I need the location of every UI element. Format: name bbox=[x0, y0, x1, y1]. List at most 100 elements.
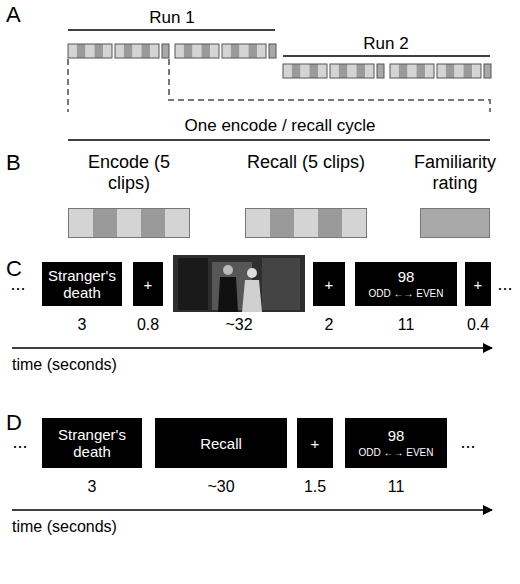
heading-wrap: Familiarity rating bbox=[408, 152, 502, 194]
clip-segment bbox=[257, 44, 266, 58]
annotation: 0.4 bbox=[467, 316, 489, 334]
clip-segment bbox=[201, 44, 210, 58]
cycle-bracket bbox=[68, 139, 490, 141]
block-outline bbox=[283, 64, 327, 78]
clip-segment bbox=[342, 209, 366, 237]
annotation: ... bbox=[12, 432, 27, 453]
clip-segment bbox=[222, 44, 231, 58]
clip-segment bbox=[150, 44, 159, 58]
clip-segment bbox=[270, 209, 294, 237]
annotation: time (seconds) bbox=[12, 356, 117, 374]
clip-segment bbox=[210, 44, 219, 58]
screen-box: + bbox=[465, 262, 491, 306]
clip-segment bbox=[408, 64, 417, 78]
clip-segment bbox=[68, 44, 77, 58]
screen-box: 98ODD ←→ EVEN bbox=[355, 262, 457, 306]
clip-segment bbox=[390, 64, 399, 78]
block-outline bbox=[68, 44, 112, 58]
screen-text: ODD ←→ EVEN bbox=[368, 287, 443, 300]
clip-segment bbox=[365, 64, 374, 78]
screen-text: + bbox=[144, 276, 153, 293]
block-outline bbox=[437, 64, 481, 78]
annotation: ... bbox=[497, 274, 512, 295]
block-outline bbox=[330, 64, 374, 78]
annotation: 0.8 bbox=[137, 316, 159, 334]
time-axis bbox=[12, 347, 492, 349]
clip-segment bbox=[463, 64, 472, 78]
annotation: ~32 bbox=[225, 316, 252, 334]
screen-box: Recall bbox=[155, 418, 287, 468]
annotation: ... bbox=[10, 274, 25, 295]
clip-segment bbox=[175, 44, 184, 58]
rating-block bbox=[269, 44, 276, 58]
annotation: ... bbox=[460, 432, 475, 453]
clip-segment bbox=[69, 209, 93, 237]
clip-segment bbox=[348, 64, 357, 78]
screen-text: 98 bbox=[388, 427, 405, 444]
clip-segment bbox=[318, 209, 342, 237]
clip-segment bbox=[165, 209, 189, 237]
rating-block bbox=[484, 64, 491, 78]
phase-heading: Familiarity rating bbox=[408, 152, 502, 194]
clip-segment bbox=[301, 64, 310, 78]
clip-segment bbox=[399, 64, 408, 78]
screen-text: ODD ←→ EVEN bbox=[358, 446, 433, 459]
movie-still bbox=[173, 255, 305, 312]
dashed-leader bbox=[169, 59, 490, 112]
phase-bar: Recall (5 clips) bbox=[245, 152, 367, 238]
panel-letter: D bbox=[6, 410, 22, 435]
clip-segment bbox=[416, 64, 425, 78]
clip-segment bbox=[248, 44, 257, 58]
clip-segment bbox=[141, 44, 150, 58]
annotation: 3 bbox=[78, 316, 87, 334]
annotation: time (seconds) bbox=[12, 518, 117, 536]
annotation: Run 1 bbox=[149, 8, 194, 28]
rating-block bbox=[377, 64, 384, 78]
clip-segment bbox=[309, 64, 318, 78]
clip-segment bbox=[446, 64, 455, 78]
annotation: 11 bbox=[398, 316, 415, 334]
screen-text: Stranger's death bbox=[42, 267, 122, 301]
clip-segment bbox=[339, 64, 348, 78]
clip-strip bbox=[68, 208, 190, 238]
screen-box: + bbox=[297, 418, 333, 468]
clip-segment bbox=[472, 64, 481, 78]
clip-segment bbox=[455, 64, 464, 78]
screen-box: + bbox=[133, 262, 163, 306]
annotation: 1.5 bbox=[304, 478, 326, 496]
panel-letter: A bbox=[6, 2, 21, 27]
rating-block bbox=[162, 44, 169, 58]
clip-segment bbox=[421, 209, 489, 237]
annotation: ~30 bbox=[207, 478, 234, 496]
clip-segment bbox=[425, 64, 434, 78]
clip-segment bbox=[115, 44, 124, 58]
run-bracket bbox=[283, 55, 490, 57]
clip-segment bbox=[124, 44, 133, 58]
screen-text: Recall bbox=[200, 435, 242, 452]
block-outline bbox=[115, 44, 159, 58]
clip-segment bbox=[94, 44, 103, 58]
clip-strip bbox=[245, 208, 367, 238]
annotation: 3 bbox=[88, 478, 97, 496]
heading-wrap: Encode (5 clips) bbox=[68, 152, 190, 194]
block-outline bbox=[390, 64, 434, 78]
annotation: 11 bbox=[388, 478, 405, 496]
screen-text: + bbox=[311, 435, 320, 452]
clip-segment bbox=[77, 44, 86, 58]
phase-heading: Recall (5 clips) bbox=[245, 152, 367, 173]
screen-box: + bbox=[313, 262, 345, 306]
panel-letter: B bbox=[6, 150, 21, 175]
clip-segment bbox=[231, 44, 240, 58]
clip-segment bbox=[86, 44, 95, 58]
clip-segment bbox=[294, 209, 318, 237]
screen-text: + bbox=[325, 276, 334, 293]
clip-segment bbox=[240, 44, 249, 58]
phase-bar: Encode (5 clips) bbox=[68, 152, 190, 238]
clip-segment bbox=[141, 209, 165, 237]
screen-box: Stranger's death bbox=[42, 418, 142, 468]
annotation: One encode / recall cycle bbox=[185, 116, 376, 136]
phase-bar: Familiarity rating bbox=[408, 152, 502, 238]
phase-heading: Encode (5 clips) bbox=[68, 152, 190, 194]
clip-segment bbox=[318, 64, 327, 78]
